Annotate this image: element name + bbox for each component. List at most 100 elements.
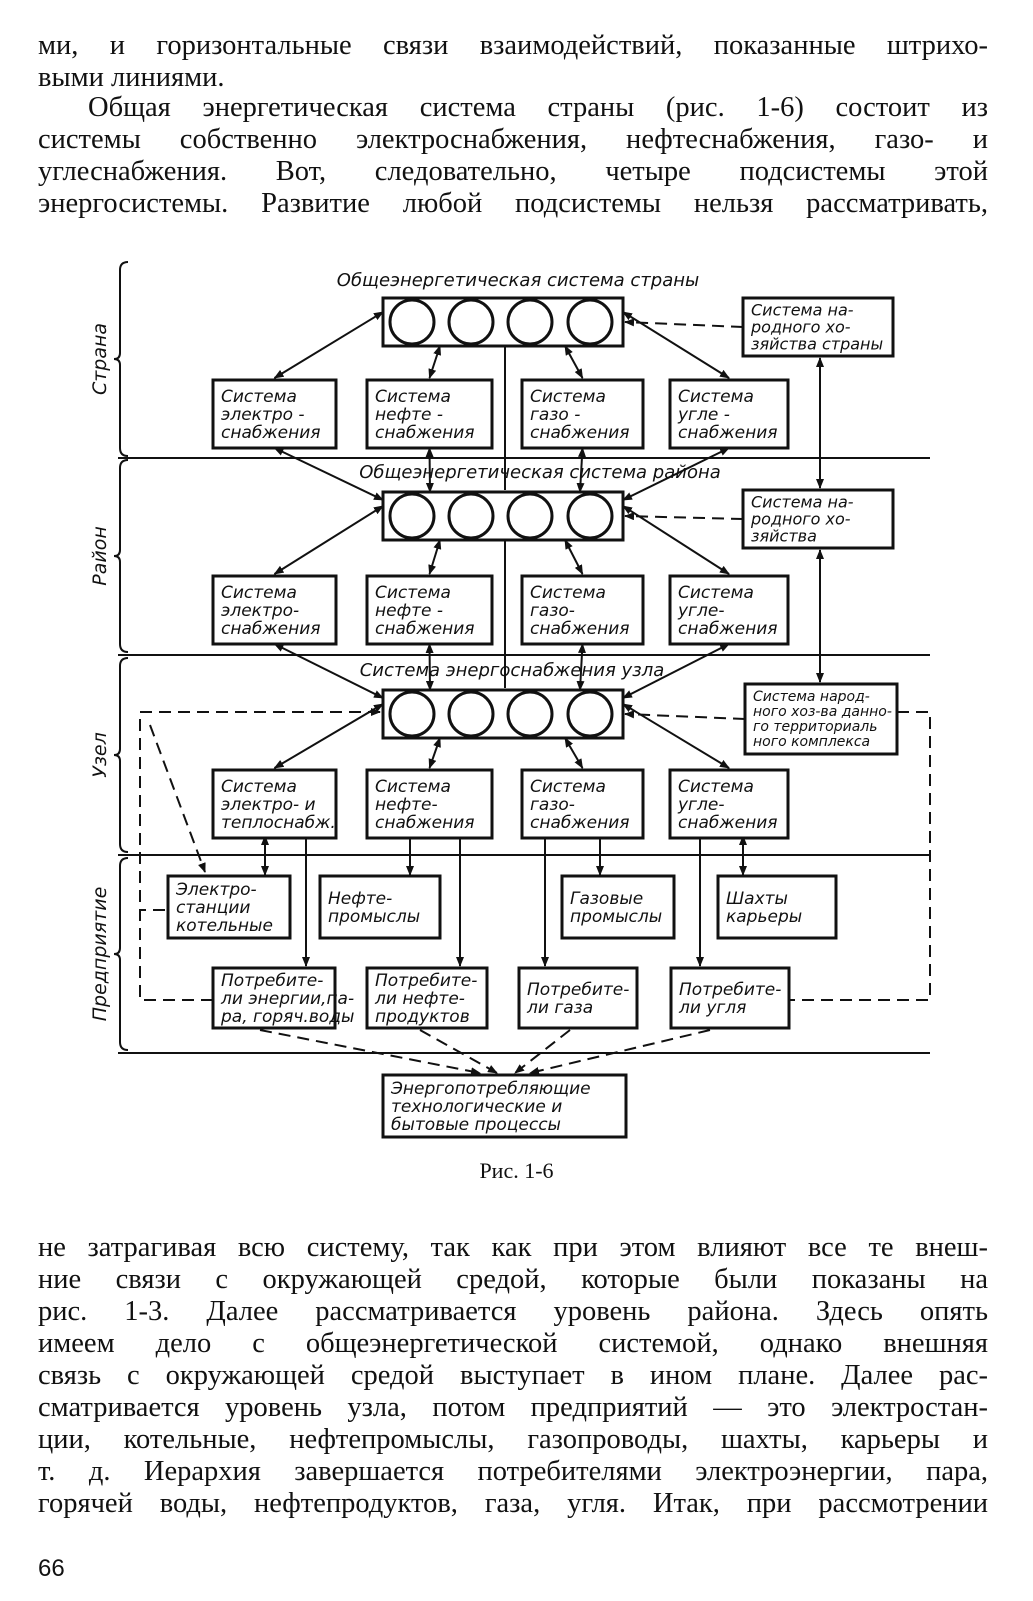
enterprise-box: [318, 874, 442, 940]
consumer-box-frame: [365, 966, 489, 1030]
subsystem-box-label: газо -: [530, 405, 580, 425]
subsystem-box-label: Система: [375, 777, 451, 797]
text-line: не затрагивая всю систему, так как при э…: [38, 1232, 988, 1263]
subsystem-box: [365, 768, 494, 840]
consumer-process-arrow: [514, 1029, 571, 1074]
subsystem-box-label: Система: [530, 387, 606, 407]
subsystem-hub-arrow: [576, 447, 586, 493]
economy-box: [741, 488, 895, 550]
subsystem-box-label: снабжения: [375, 619, 475, 639]
hub-title: Общеэнергетическая система района: [359, 462, 721, 483]
subsystem-box-frame: [520, 574, 645, 646]
subsystem-box-label: снабжения: [530, 813, 630, 833]
economy-link: [624, 512, 744, 521]
subsystem-box-label: Система: [530, 583, 606, 603]
consumer-box: [517, 966, 639, 1030]
subsystem-box: [520, 378, 645, 450]
text-line: рис. 1-3. Далее рассматривается уровень …: [38, 1296, 988, 1327]
economy-box-label: родного хо-: [750, 318, 851, 337]
subsystem-box-frame: [365, 378, 494, 450]
economy-box-label: зяйства страны: [751, 335, 883, 354]
hub-title: Общеэнергетическая система страны: [337, 270, 699, 291]
consumer-box-frame: [517, 966, 639, 1030]
subsystem-box-label: угле -: [677, 405, 730, 425]
hub-subsystem-arrow: [428, 737, 441, 769]
subsystem-box-label: снабжения: [530, 423, 630, 443]
economy-box-label: ного хоз-ва данно-: [753, 704, 892, 720]
consumer-process-arrow: [529, 1029, 711, 1075]
subsystem-box-label: снабжения: [221, 619, 321, 639]
subsystem-box-label: угле-: [677, 601, 724, 621]
text-paragraph-continuation: не затрагивая всю систему, так как при э…: [38, 1232, 988, 1520]
hub-title: Система энергоснабжения узла: [360, 660, 665, 681]
economy-box: [741, 296, 895, 358]
subsystem-box-label: электро- и: [221, 795, 316, 815]
text-line: горячей воды, нефтепродуктов, газа, угля…: [38, 1488, 988, 1519]
hub-box: [381, 688, 625, 740]
hub-subsystem-arrow: [564, 737, 584, 769]
hub-subsystem-arrow: [273, 703, 384, 769]
subsystem-box: [211, 768, 338, 840]
text-paragraph-continued: ми, и горизонтальные связи взаимодействи…: [38, 30, 988, 94]
hub-circle: [388, 298, 436, 346]
consumer-box: [365, 966, 489, 1030]
subsystem-box-label: угле-: [677, 795, 724, 815]
subsystem-box-label: снабжения: [375, 813, 475, 833]
economy-box-label: ного комплекса: [753, 734, 870, 750]
text-line: энергосистемы. Развитие любой подсистемы…: [38, 188, 988, 219]
subsystem-box-label: Система: [375, 387, 451, 407]
text-line: углеснабжения. Вот, следовательно, четыр…: [38, 156, 988, 187]
text-line: ми, и горизонтальные связи взаимодействи…: [38, 30, 988, 61]
economy-link: [624, 318, 744, 328]
subsystem-box-label: снабжения: [221, 423, 321, 443]
enterprise-box-frame: [166, 874, 292, 940]
consumer-box-label: Потребите-: [679, 980, 781, 1000]
text-line: сматривается уровень узла, потом предпри…: [38, 1392, 988, 1423]
consumer-box-label: Потребите-: [527, 980, 629, 1000]
subsystem-hub-arrow: [622, 643, 730, 699]
subsystem-box-frame: [668, 768, 790, 840]
subsystem-box-frame: [520, 378, 645, 450]
level-label: Район: [89, 526, 111, 586]
text-line: ции, котельные, нефтепромыслы, газопрово…: [38, 1424, 988, 1455]
economy-box-label: Система на-: [751, 301, 854, 320]
hub-box: [381, 296, 625, 348]
hub-circle: [447, 298, 495, 346]
consumer-process-arrow: [259, 1029, 481, 1076]
text-line: имеем дело с общеэнергетической системой…: [38, 1328, 988, 1359]
subsystem-box-label: снабжения: [678, 813, 778, 833]
page-number: 66: [38, 1555, 65, 1582]
economy-box-label: го территориаль: [753, 719, 878, 735]
subsystem-hub-arrow: [425, 643, 434, 691]
subsystem-hub-arrow: [273, 643, 384, 699]
level-label: Узел: [89, 732, 111, 778]
subsystem-box-label: газо-: [530, 795, 575, 815]
enterprise-box-label: Газовые: [570, 889, 643, 909]
subsystem-hub-arrow: [576, 643, 587, 691]
processes-box-frame: [381, 1073, 628, 1139]
text-line: Общая энергетическая система страны (рис…: [88, 92, 988, 123]
subsystem-box-frame: [211, 378, 338, 450]
hub-subsystem-arrow: [273, 505, 384, 575]
subsystem-box-frame: [520, 768, 645, 840]
hierarchy-diagram: СтранаРайонУзелПредприятиеОбщеэнергетиче…: [89, 261, 931, 1139]
consumer-box-frame: [211, 966, 337, 1030]
enterprise-box-label: Шахты: [726, 889, 788, 909]
level-brace: [113, 857, 129, 1051]
text-line: т. д. Иерархия завершается потребителями…: [38, 1456, 988, 1487]
enterprise-box: [560, 874, 676, 940]
consumer-box-label: ли угля: [678, 998, 746, 1018]
enterprise-box-label: промыслы: [328, 907, 420, 927]
economy-box-label: Система на-: [751, 493, 854, 512]
subsystem-box-label: электро -: [221, 405, 305, 425]
consumer-box-label: ли газа: [526, 998, 593, 1018]
hub-subsystem-arrow: [428, 345, 441, 379]
text-line: связь с окружающей средой выступает в ин…: [38, 1360, 988, 1391]
subsystem-box-label: Система: [678, 777, 754, 797]
figure-caption: Рис. 1-6: [479, 1158, 554, 1183]
hub-subsystem-arrow: [428, 539, 442, 575]
subsystem-box: [211, 378, 338, 450]
subsystem-box-frame: [668, 574, 790, 646]
processes-box: [381, 1073, 628, 1139]
hub-circle: [506, 298, 554, 346]
